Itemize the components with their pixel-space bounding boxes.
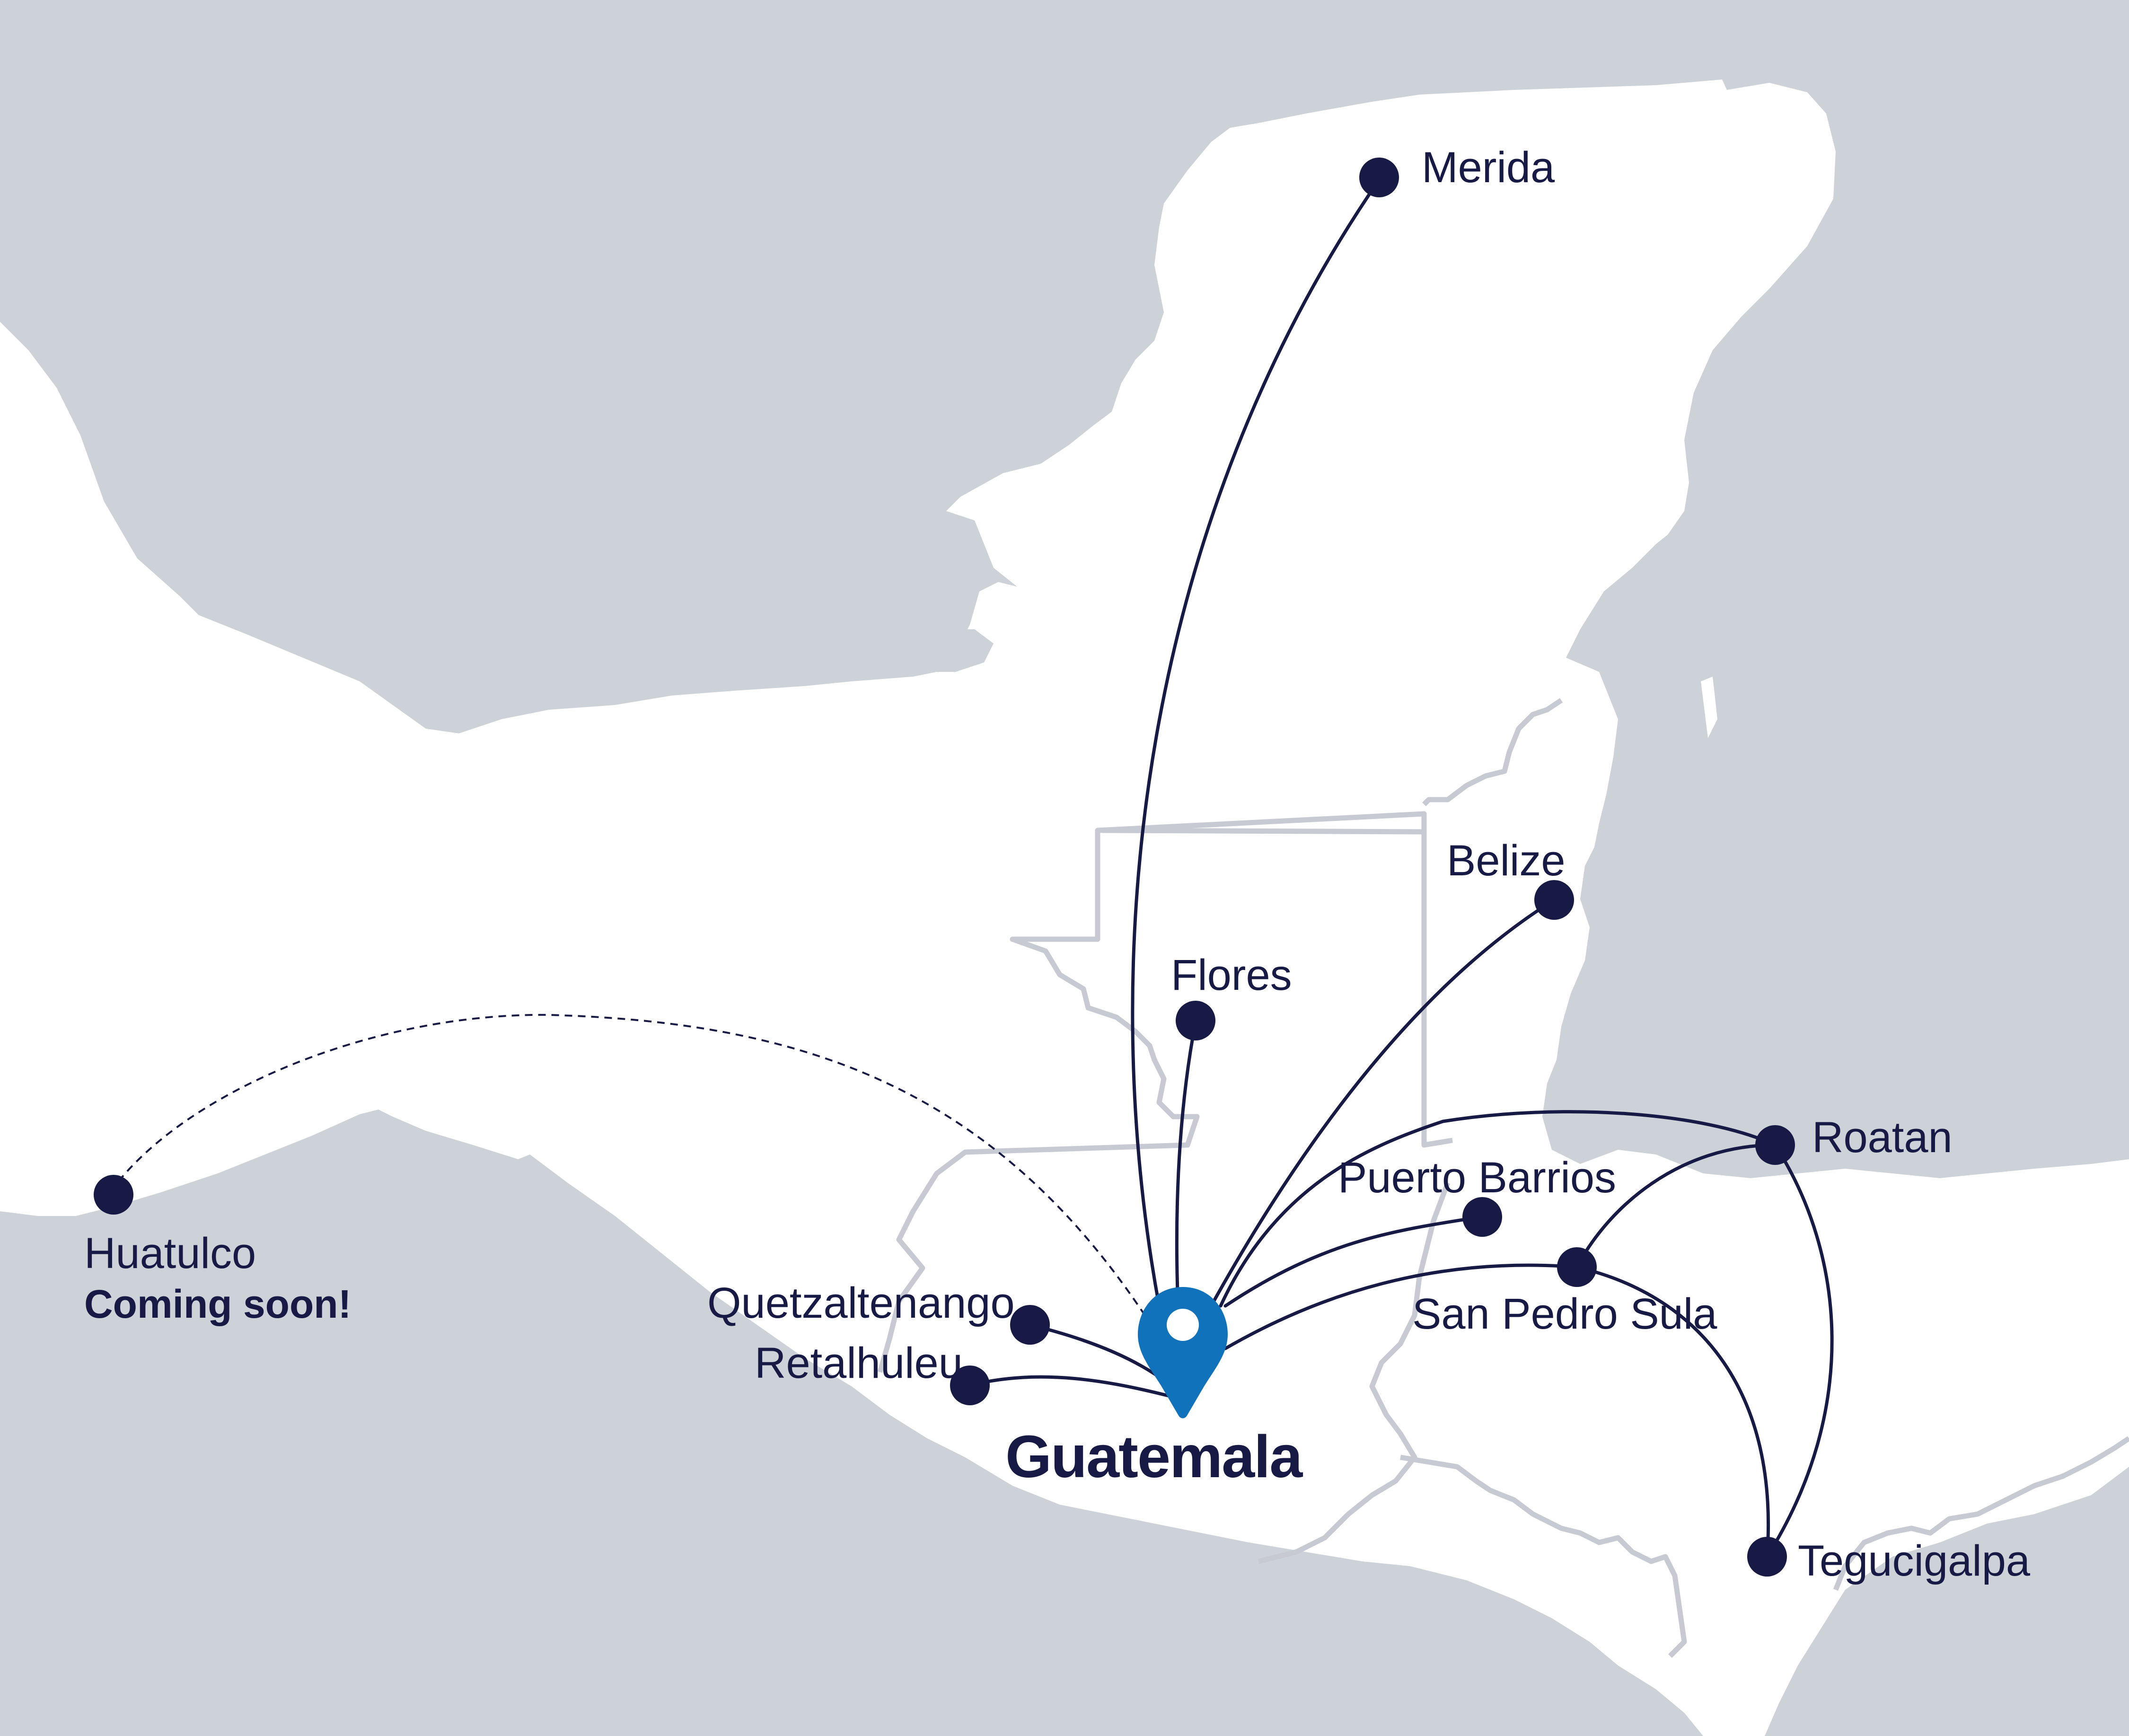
border-honduras-nicaragua <box>1833 1436 2129 1591</box>
route-belize <box>1209 898 1556 1308</box>
border-guatemala-honduras <box>1258 1182 1451 1564</box>
route-sps-roatan <box>1575 1143 1777 1269</box>
lagoon <box>908 629 994 672</box>
route-flores <box>1175 1020 1197 1308</box>
island <box>1701 677 1717 738</box>
border-honduras-el-salvador <box>1400 1454 1687 1658</box>
route-huatulco-dashed <box>113 1013 1146 1316</box>
route-san-pedro-sula <box>1223 1263 1579 1350</box>
guatemala-pin-icon[interactable] <box>1138 1287 1228 1419</box>
flores-dot[interactable] <box>1176 1001 1215 1040</box>
border-guatemala-mexico <box>877 811 1427 1373</box>
route-merida <box>1131 178 1381 1308</box>
land-mass <box>0 79 2129 1736</box>
route-roatan-via-north <box>1219 1110 1777 1308</box>
border-belize <box>1421 698 1563 1148</box>
belize-label: Belize <box>1447 837 1566 885</box>
merida-dot[interactable] <box>1359 158 1399 197</box>
quetzaltenango-label: Quetzaltenango <box>707 1279 1015 1327</box>
routes <box>968 178 1834 1559</box>
puerto-barrios-label: Puerto Barrios <box>1338 1154 1616 1202</box>
huatulco-dot[interactable] <box>94 1175 133 1215</box>
route-sps-tegucigalpa <box>1575 1265 1770 1559</box>
roatan-label: Roatan <box>1812 1113 1953 1162</box>
huatulco-label: Huatulco <box>84 1229 256 1278</box>
city-dots <box>94 158 1795 1577</box>
san-pedro-sula-label: San Pedro Sula <box>1412 1290 1717 1338</box>
route-roatan-tegucigalpa <box>1765 1143 1834 1559</box>
tegucigalpa-label: Tegucigalpa <box>1798 1537 2031 1585</box>
flores-label: Flores <box>1171 951 1292 999</box>
retalhuleu-dot[interactable] <box>950 1366 990 1405</box>
puerto-barrios-dot[interactable] <box>1462 1197 1502 1237</box>
hub-label: Guatemala <box>1005 1423 1303 1490</box>
tegucigalpa-dot[interactable] <box>1747 1537 1787 1577</box>
huatulco-status: Coming soon! <box>84 1282 352 1326</box>
merida-label: Merida <box>1422 143 1555 192</box>
quetzaltenango-dot[interactable] <box>1010 1305 1050 1345</box>
route-puerto-barrios <box>1223 1215 1483 1308</box>
belize-dot[interactable] <box>1534 880 1574 920</box>
route-retalhuleu <box>968 1375 1170 1398</box>
roatan-dot[interactable] <box>1755 1125 1795 1165</box>
retalhuleu-label: Retalhuleu <box>755 1339 963 1387</box>
san-pedro-sula-dot[interactable] <box>1557 1247 1597 1287</box>
